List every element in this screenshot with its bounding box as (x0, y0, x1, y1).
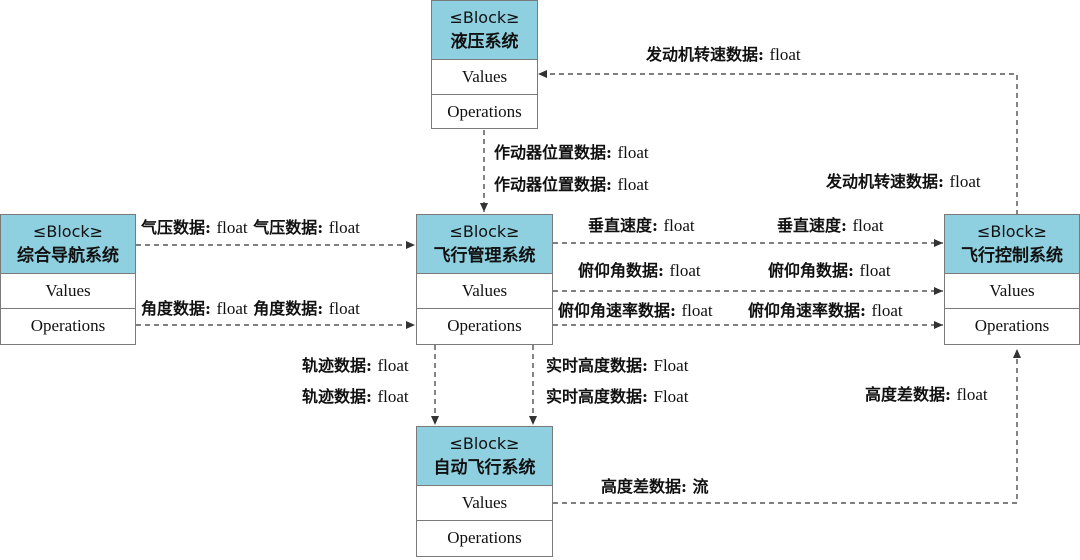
block-autopilot[interactable]: ≤Block≥ 自动飞行系统 Values Operations (416, 426, 553, 557)
block-values: Values (461, 281, 508, 300)
block-operations: Operations (417, 520, 552, 555)
edge-label-pitch-2: 俯仰角数据: float (768, 261, 891, 280)
block-header: ≤Block≥ 飞行控制系统 (945, 215, 1079, 274)
edge-label-track-2: 轨迹数据: float (302, 387, 409, 406)
block-name: 综合导航系统 (17, 246, 119, 266)
block-operations: Operations (945, 308, 1079, 343)
edge-label-actuator-1: 作动器位置数据: float (494, 143, 649, 162)
edge-label-pressure: 气压数据: float 气压数据: float (141, 218, 360, 237)
edge-label-pitchrate-1: 俯仰角速率数据: float (558, 301, 713, 320)
edge-label-altitude-rt-2: 实时高度数据: Float (546, 387, 689, 406)
edge-label-altdiff-right: 高度差数据: float (865, 385, 988, 404)
block-nav[interactable]: ≤Block≥ 综合导航系统 Values Operations (0, 214, 136, 345)
block-header: ≤Block≥ 液压系统 (432, 1, 537, 60)
edge-fcs-to-hydraulic (538, 70, 1018, 215)
edge-label-vspeed-1: 垂直速度: float (588, 216, 695, 235)
edge-label-track-1: 轨迹数据: float (302, 356, 409, 375)
block-header: ≤Block≥ 飞行管理系统 (417, 215, 552, 274)
block-header: ≤Block≥ 自动飞行系统 (417, 427, 552, 486)
block-values: Values (989, 281, 1035, 300)
block-operations: Operations (417, 308, 552, 343)
block-hydraulic[interactable]: ≤Block≥ 液压系统 Values Operations (431, 0, 538, 129)
edge-autopilot-to-fcs-altdiff (553, 349, 1021, 504)
block-values: Values (461, 67, 508, 86)
block-values: Values (45, 281, 91, 300)
block-stereotype: ≤Block≥ (976, 222, 1048, 241)
block-stereotype: ≤Block≥ (449, 222, 520, 241)
block-fms[interactable]: ≤Block≥ 飞行管理系统 Values Operations (416, 214, 553, 345)
edge-label-engine-speed-top: 发动机转速数据: float (646, 45, 801, 64)
block-name: 自动飞行系统 (433, 458, 536, 478)
block-stereotype: ≤Block≥ (32, 222, 104, 241)
block-stereotype: ≤Block≥ (449, 434, 520, 453)
edge-label-altitude-rt-1: 实时高度数据: Float (546, 356, 689, 375)
edge-label-angle: 角度数据: float 角度数据: float (141, 299, 360, 318)
edge-label-altdiff-bottom: 高度差数据: 流 (601, 477, 709, 496)
block-name: 飞行管理系统 (433, 246, 536, 266)
block-operations: Operations (432, 94, 537, 129)
block-operations: Operations (1, 308, 135, 343)
block-name: 飞行控制系统 (961, 246, 1063, 266)
edge-label-engine-speed-right: 发动机转速数据: float (826, 172, 981, 191)
block-name: 液压系统 (450, 32, 519, 52)
block-values: Values (461, 493, 508, 512)
edge-label-actuator-2: 作动器位置数据: float (494, 175, 649, 194)
block-stereotype: ≤Block≥ (449, 8, 520, 27)
block-header: ≤Block≥ 综合导航系统 (1, 215, 135, 274)
edge-label-vspeed-2: 垂直速度: float (777, 216, 884, 235)
block-fcs[interactable]: ≤Block≥ 飞行控制系统 Values Operations (944, 214, 1080, 345)
edge-label-pitch-1: 俯仰角数据: float (578, 261, 701, 280)
edge-label-pitchrate-2: 俯仰角速率数据: float (748, 301, 903, 320)
